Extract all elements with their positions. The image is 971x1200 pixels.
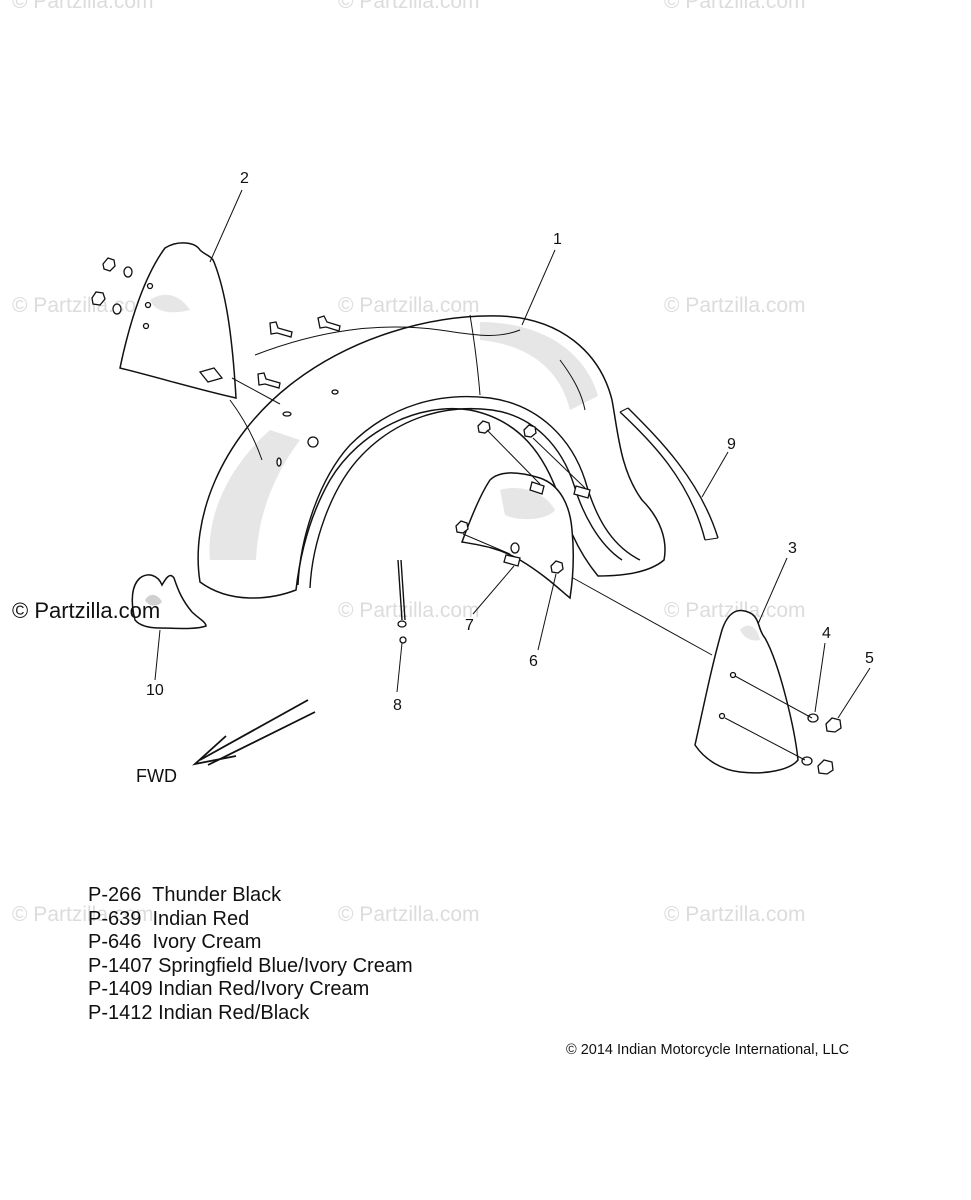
- watermark: © Partzilla.com: [338, 0, 480, 13]
- watermark: © Partzilla.com: [664, 599, 806, 622]
- watermark: © Partzilla.com: [338, 903, 480, 926]
- paint-code-row: P-1409 Indian Red/Ivory Cream: [88, 978, 413, 1002]
- paint-name: Indian Red/Black: [158, 1001, 310, 1024]
- watermark: © Partzilla.com: [338, 599, 480, 622]
- paint-code-row: P-646 Ivory Cream: [88, 931, 413, 955]
- callout-7: 7: [465, 617, 474, 634]
- watermark: © Partzilla.com: [664, 903, 806, 926]
- paint-code: P-1409: [88, 978, 153, 1000]
- fender-tip-left-part: [119, 242, 237, 399]
- watermark: © Partzilla.com: [12, 903, 154, 926]
- callout-10: 10: [146, 682, 164, 699]
- fastener-hardware: [91, 257, 842, 775]
- copyright-notice: © 2014 Indian Motorcycle International, …: [566, 1042, 850, 1058]
- paint-code-row: P-639 Indian Red: [88, 908, 413, 932]
- paint-name: Indian Red/Ivory Cream: [158, 978, 370, 1000]
- callout-2: 2: [240, 170, 249, 187]
- watermark: © Partzilla.com: [664, 294, 806, 317]
- paint-code-row: P-1407 Springfield Blue/Ivory Cream: [88, 955, 413, 979]
- paint-code-list: P-266 Thunder Black P-639 Indian Red P-6…: [88, 884, 413, 1025]
- callout-4: 4: [822, 625, 831, 642]
- paint-code: P-1412: [88, 1001, 153, 1024]
- callout-5: 5: [865, 650, 874, 667]
- paint-code: P-1407: [88, 954, 153, 977]
- partzilla-watermark: © Partzilla.com: [12, 598, 161, 623]
- paint-name: Indian Red: [152, 907, 250, 930]
- forward-arrow-icon: [191, 699, 316, 766]
- wire-strap-part: [397, 559, 407, 644]
- callout-9: 9: [727, 436, 736, 453]
- paint-code-row: P-266 Thunder Black: [88, 884, 413, 908]
- callout-8: 8: [393, 697, 402, 714]
- paint-name: Ivory Cream: [152, 931, 262, 953]
- watermark: © Partzilla.com: [12, 0, 154, 13]
- watermark: © Partzilla.com: [338, 294, 480, 317]
- paint-name: Thunder Black: [152, 884, 282, 906]
- front-fender-part: [197, 314, 666, 600]
- edge-trim-part: [619, 407, 719, 541]
- callout-3: 3: [788, 540, 797, 557]
- paint-name: Springfield Blue/Ivory Cream: [158, 954, 413, 977]
- paint-code: P-639: [88, 907, 142, 930]
- callout-1: 1: [553, 231, 562, 248]
- paint-code-row: P-1412 Indian Red/Black: [88, 1002, 413, 1026]
- callout-6: 6: [529, 653, 538, 670]
- leader-lines: [154, 189, 871, 761]
- watermark: © Partzilla.com: [664, 0, 806, 13]
- fender-ornament-part: [131, 574, 207, 630]
- paint-code: P-646: [88, 931, 142, 953]
- fender-tip-right-part: [694, 609, 799, 774]
- paint-code: P-266: [88, 884, 142, 906]
- forward-direction-label: FWD: [136, 766, 177, 786]
